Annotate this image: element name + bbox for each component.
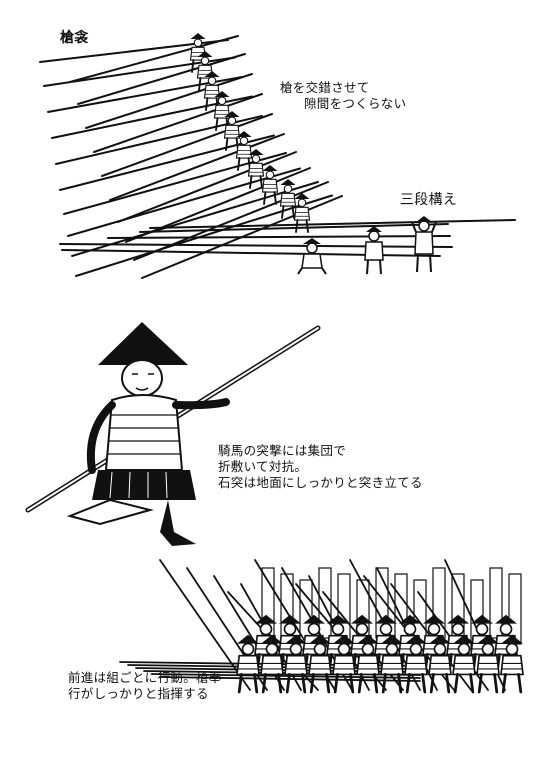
banner-flag bbox=[318, 567, 332, 639]
soldier-figure bbox=[356, 634, 380, 694]
soldier-figure bbox=[213, 91, 231, 131]
soldier-figure bbox=[308, 634, 332, 694]
spear-line bbox=[93, 93, 263, 153]
advance-caption: 前進は組ごとに行動。槍奉 行がしっかりと指揮する bbox=[68, 670, 222, 702]
soldier-figure bbox=[452, 634, 476, 694]
spear-line bbox=[75, 194, 333, 277]
formation-caption-line: 隙間をつくらない bbox=[304, 96, 407, 111]
formation-caption-line: 槍を交錯させて bbox=[280, 80, 370, 95]
soldier-figure bbox=[236, 634, 260, 694]
spear-line bbox=[159, 559, 251, 691]
banner-flag bbox=[508, 573, 522, 645]
advance-caption-line: 行がしっかりと指揮する bbox=[68, 686, 209, 701]
soldier-figure bbox=[428, 634, 452, 694]
soldier-figure bbox=[404, 634, 428, 694]
soldier-figure bbox=[284, 634, 308, 694]
tier-soldier-high bbox=[411, 216, 437, 273]
soldier-figure bbox=[261, 165, 279, 205]
soldier-figure bbox=[247, 149, 265, 189]
advancing-troops-illustration bbox=[119, 559, 524, 694]
soldier-figure bbox=[279, 179, 297, 219]
spear-line bbox=[69, 35, 239, 83]
spear-line bbox=[85, 73, 253, 129]
tier-soldier-mid bbox=[364, 226, 384, 275]
kneeling-caption-line: 騎馬の突撃には集団で bbox=[218, 443, 347, 458]
soldier-figure bbox=[332, 634, 356, 694]
soldier-figure bbox=[476, 634, 500, 694]
spear-line bbox=[77, 53, 246, 105]
spear-wall-illustration bbox=[39, 33, 516, 279]
soldier-figure bbox=[380, 634, 404, 694]
kneeling-caption: 騎馬の突撃には集団で 折敷いて対抗。 石突は地面にしっかりと突き立てる bbox=[218, 443, 423, 491]
formation-heading: 槍衾 bbox=[60, 30, 89, 46]
formation-caption: 槍を交錯させて 隙間をつくらない bbox=[280, 80, 406, 112]
kneeling-spearman-illustration bbox=[25, 322, 321, 546]
soldier-figure bbox=[500, 634, 524, 694]
soldier-figure bbox=[293, 193, 311, 233]
soldier-figure bbox=[223, 111, 241, 151]
kneeling-caption-line: 折敷いて対抗。 bbox=[218, 459, 308, 474]
spear-line bbox=[117, 151, 297, 223]
spear-line bbox=[59, 134, 275, 191]
soldier-figure bbox=[260, 634, 284, 694]
kneeling-caption-line: 石突は地面にしっかりと突き立てる bbox=[218, 475, 423, 490]
tier-soldier-low bbox=[297, 238, 327, 275]
spear-line bbox=[101, 113, 273, 177]
three-tier-heading: 三段構え bbox=[400, 192, 458, 208]
spear-line bbox=[109, 133, 285, 201]
advance-caption-line: 前進は組ごとに行動。槍奉 bbox=[68, 670, 222, 685]
